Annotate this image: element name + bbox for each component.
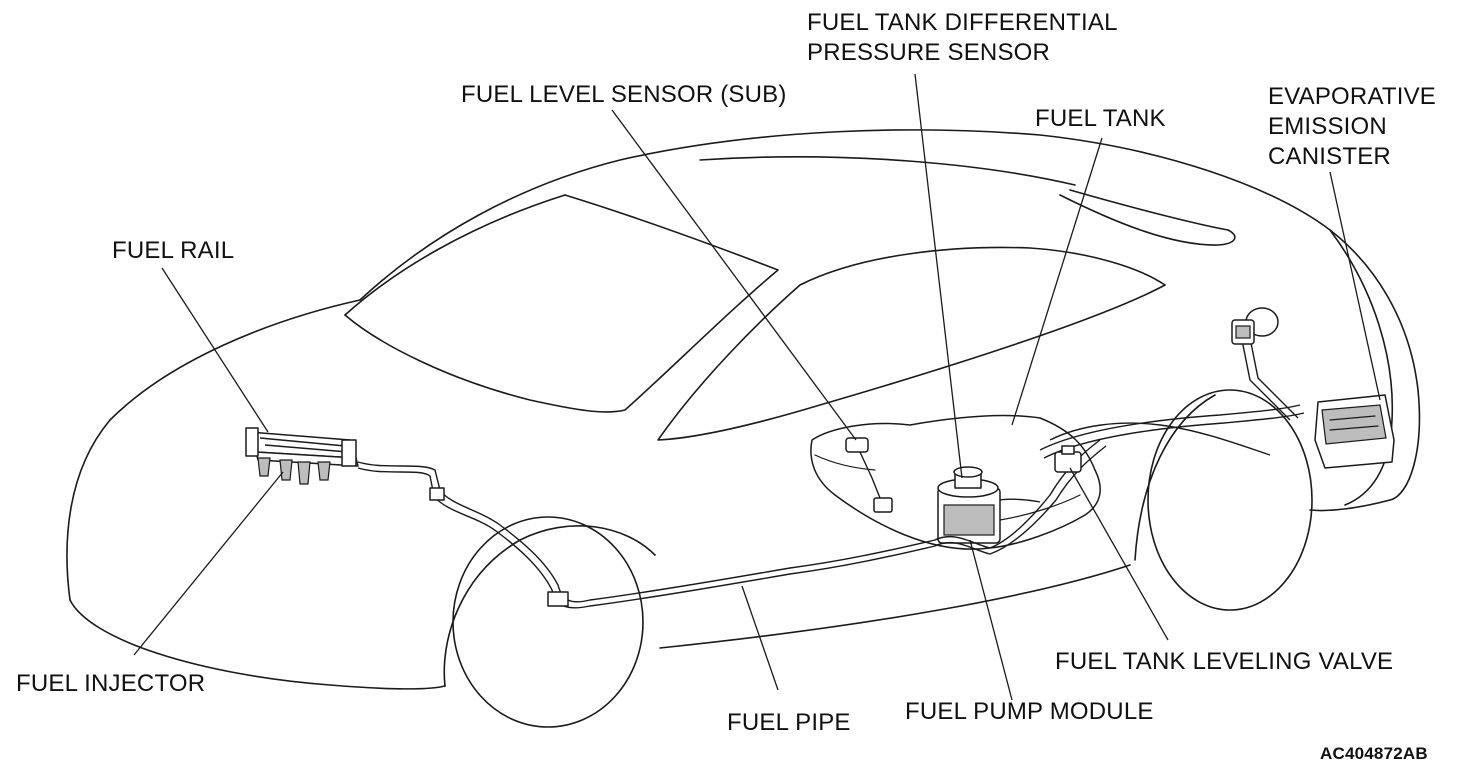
leader-fuel-rail [161,267,269,433]
windshield-outline [344,194,779,413]
rear-bumper-curve [1329,229,1394,506]
fuel-pipe-drawing [357,439,1107,609]
fuel-rail-drawing [245,427,359,467]
roof-front-edge [344,194,566,316]
roof-line [699,156,1076,186]
leader-fuel-tank [1011,137,1103,426]
leveling-valve-drawing [1054,445,1082,473]
car-body-lower-left [69,599,446,690]
fuel-tank-texture [814,454,1081,521]
fuel-level-sensor-drawing [845,437,893,513]
leader-fuel-pipe [741,585,779,691]
label-fuel-tank-leveling-valve: FUEL TANK LEVELING VALVE [1055,648,1394,675]
front-wheel [452,516,644,728]
label-fuel-rail: FUEL RAIL [112,237,235,264]
figure-code: AC404872AB [1320,744,1428,763]
label-fuel-injector: FUEL INJECTOR [16,670,206,697]
leader-evaporative-emission-canister [1329,171,1381,401]
label-fuel-pipe: FUEL PIPE [727,709,851,736]
leader-fuel-tank-differential-pressure-sensor [914,73,963,479]
label-fuel-level-sensor-sub: FUEL LEVEL SENSOR (SUB) [461,81,787,108]
leader-fuel-tank-leveling-valve [1069,467,1169,641]
fuel-injectors-drawing [257,457,331,485]
rear-hatch-line [1059,189,1236,246]
differential-pressure-sensor-drawing [1231,307,1279,345]
car-body-lower-right [659,564,1131,649]
car-body-outline [66,129,1421,601]
fuel-pump-module-drawing [937,466,1001,544]
rear-wheel [1147,389,1313,611]
rear-wheel-arch [1134,394,1216,561]
label-evaporative-emission-canister: EVAPORATIVE EMISSION CANISTER [1268,83,1437,170]
evaporative-emission-canister-drawing [1314,394,1395,469]
label-fuel-tank-differential-pressure-sensor: FUEL TANK DIFFERENTIAL PRESSURE SENSOR [807,9,1118,66]
label-fuel-tank: FUEL TANK [1035,105,1166,132]
evap-lines-drawing [1039,327,1305,459]
leader-fuel-pump-module [969,539,1013,701]
side-window-outline [657,246,1166,441]
leader-fuel-injector [133,471,284,656]
label-fuel-pump-module: FUEL PUMP MODULE [905,698,1154,725]
leader-fuel-level-sensor-sub [611,109,857,441]
